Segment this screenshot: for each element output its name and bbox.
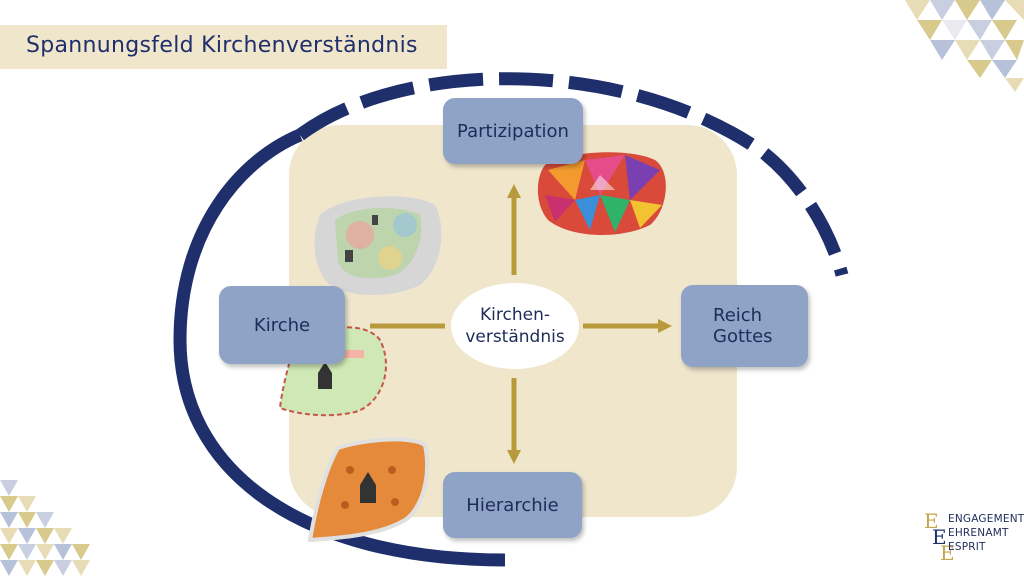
triangle-pattern-bottom-left: [0, 480, 90, 576]
logo-line-ehrenamt: EHRENAMT: [948, 527, 1009, 539]
city-map-image: [314, 196, 442, 296]
ellipse-solid-arc: [173, 129, 506, 567]
orange-map-image: [307, 437, 430, 543]
center-ellipse: Kirchen- verständnis: [451, 283, 579, 369]
svg-text:E: E: [940, 541, 955, 562]
eee-logo-icon: E E E: [924, 510, 955, 562]
partizipation-box: Partizipation: [443, 98, 583, 164]
triangle-pattern-top-right: [905, 0, 1024, 92]
reich-gottes-box: Reich Gottes: [681, 285, 808, 367]
hierarchie-box: Hierarchie: [443, 472, 582, 538]
hierarchie-label: Hierarchie: [466, 494, 559, 516]
gottes-label: Gottes: [713, 326, 773, 347]
svg-text:E: E: [932, 525, 947, 549]
mosaic-map-image: [537, 152, 666, 236]
logo-line-esprit: ESPRIT: [948, 541, 986, 553]
partizipation-label: Partizipation: [457, 120, 569, 142]
center-line1: Kirchen-: [480, 305, 550, 325]
ellipse-dashed-arc: [296, 72, 849, 277]
kirche-label: Kirche: [253, 314, 311, 336]
logo-text: ENGAGEMENT EHRENAMT ESPRIT: [948, 512, 1024, 554]
reich-label: Reich: [713, 305, 763, 326]
center-line2: verständnis: [465, 327, 565, 347]
title-band: [0, 25, 447, 69]
kirche-box: Kirche: [219, 286, 345, 364]
svg-text:E: E: [924, 510, 939, 533]
logo-line-engagement: ENGAGEMENT: [948, 513, 1024, 525]
arrows: [370, 184, 672, 464]
slide-title: Spannungsfeld Kirchenverständnis: [26, 33, 418, 58]
